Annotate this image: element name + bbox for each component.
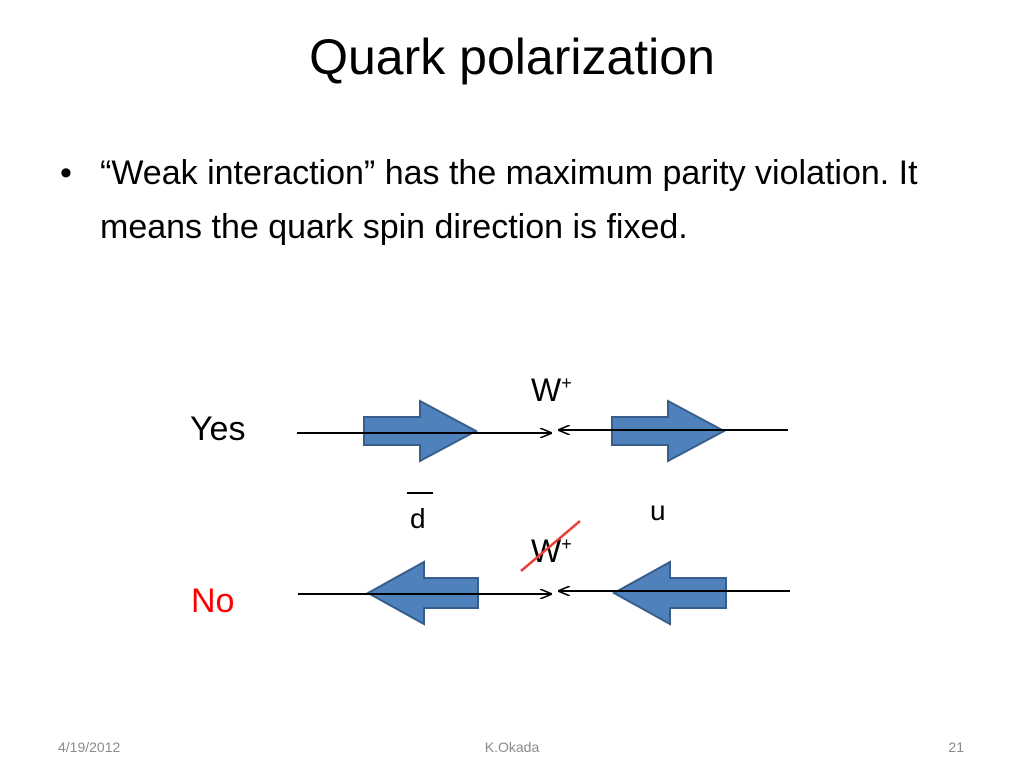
spin-arrow-quark-no <box>611 560 727 626</box>
quark-label: u <box>650 495 666 526</box>
spin-arrow-antiquark-no <box>365 560 479 626</box>
boson-strike <box>520 520 581 572</box>
boson-label-top: W+ <box>531 372 572 408</box>
boson-symbol-top: W <box>531 372 562 408</box>
antiquark-label: d <box>410 503 426 534</box>
boson-charge-bottom: + <box>561 534 572 554</box>
boson-label-bottom: W+ <box>531 533 572 569</box>
spin-arrow-antiquark-yes <box>363 399 479 463</box>
no-label: No <box>191 582 234 620</box>
yes-label: Yes <box>190 410 245 448</box>
bullet-dot: • <box>60 154 72 192</box>
boson-charge-top: + <box>561 373 572 393</box>
boson-symbol-bottom: W <box>531 533 562 569</box>
footer-date: 4/19/2012 <box>58 739 121 755</box>
footer-author: K.Okada <box>484 739 540 755</box>
bullet-text: “Weak interaction” has the maximum parit… <box>100 154 918 246</box>
spin-arrow-quark-yes <box>611 399 727 463</box>
footer-page-number: 21 <box>948 739 964 755</box>
slide-title: Quark polarization <box>309 29 715 85</box>
